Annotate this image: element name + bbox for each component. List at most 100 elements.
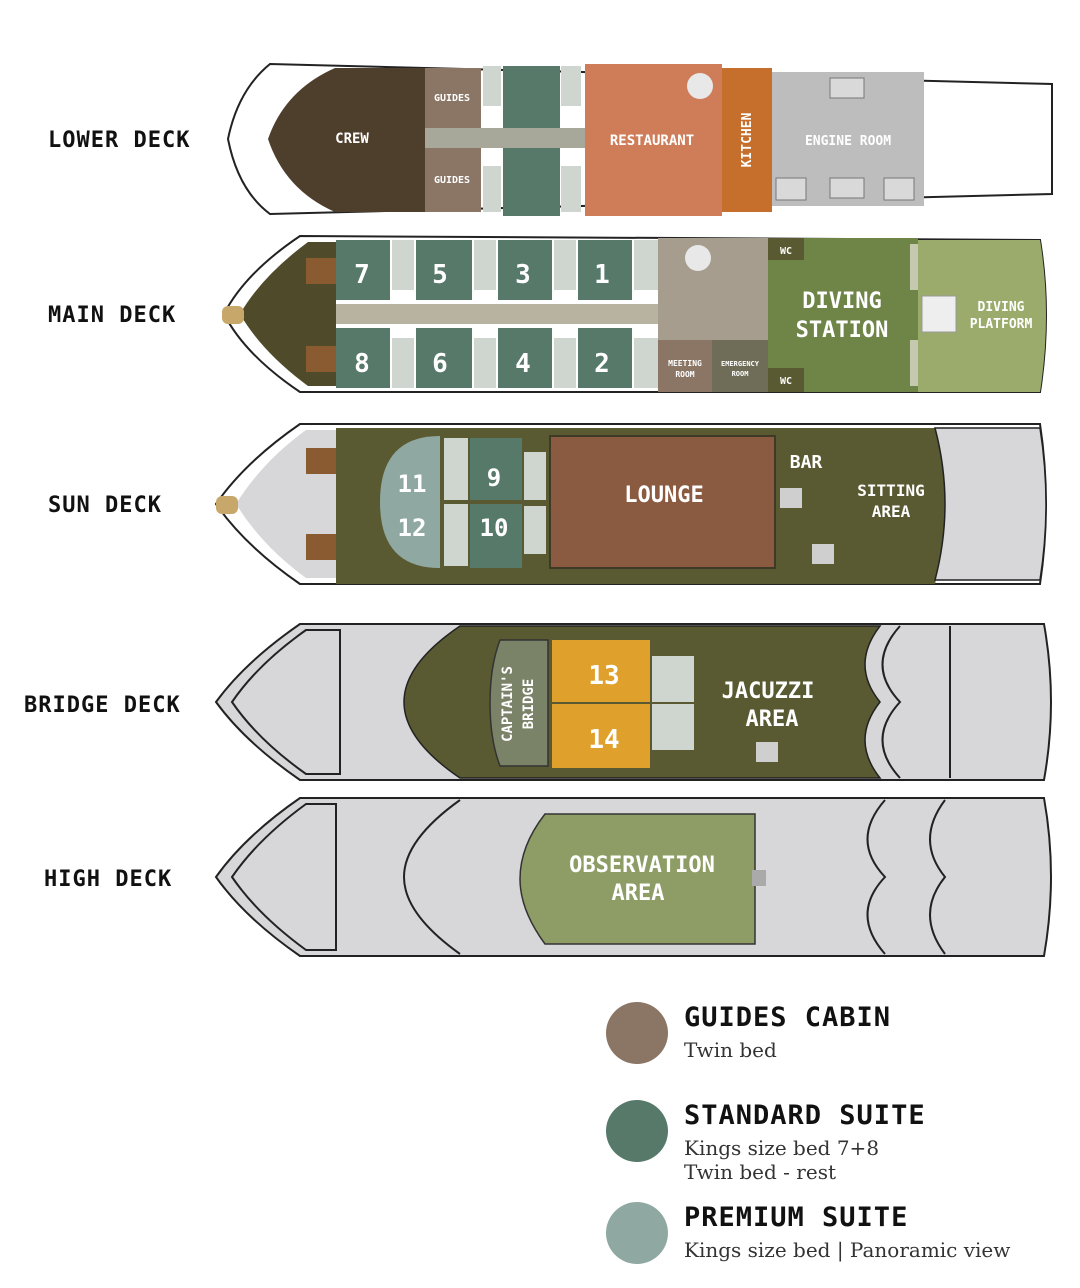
observation-label-2: AREA [612,881,665,906]
wc-top-label: WC [780,246,792,257]
crew-label: CREW [335,131,369,147]
wc-top-box [768,238,804,260]
restaurant-label: RESTAURANT [610,133,694,149]
lounge-label: LOUNGE [624,483,703,508]
engine-room-block-2 [829,177,865,199]
vip-suite-14 [552,704,650,768]
cabin-1-number: 1 [594,260,610,290]
sun-stair-bottom [306,534,336,560]
cabin-2-block [578,328,632,388]
legend-title-guides-cabin: GUIDES CABIN [684,1002,892,1033]
sun-bath-4 [524,506,546,554]
legend-title-standard-suite: STANDARD SUITE [684,1100,926,1131]
main-deck: 7 5 3 1 8 6 4 2 WC WC MEETING ROOM EMERG… [48,234,1047,393]
lower-corridor [425,128,585,148]
cabin-3-number: 3 [515,260,531,290]
sun-deck: 11 12 9 10 LOUNGE BAR SITTING AREA SUN D… [48,423,1047,585]
captains-bridge-label-1: CAPTAIN'S [500,666,516,742]
diving-rail-top [910,244,918,290]
main-bow-anchor [222,306,244,324]
legend-title-premium-suite: PREMIUM SUITE [684,1202,909,1233]
cabin-7-number: 7 [354,260,370,290]
diving-steps [921,295,957,333]
jacuzzi-step [756,742,778,762]
bar-stool-2 [812,544,834,564]
cabin-7-block [336,240,390,300]
standard-suite-swatch [606,1100,668,1162]
diving-station-label-1: DIVING [802,289,881,314]
high-deck-front-curve [402,799,461,955]
bar-label: BAR [790,452,823,473]
cabin-10-number: 10 [480,514,509,542]
sun-stair-top [306,448,336,474]
emergency-room-label-1: EMERGENCY [721,360,760,368]
sun-bath-1 [444,438,468,500]
sun-deck-stern [934,427,1047,581]
jacuzzi-label-2: AREA [746,707,799,732]
bridge-deck: CAPTAIN'S BRIDGE 13 14 JACUZZI AREA BRID… [24,623,1052,781]
lower-bath-2 [561,66,581,106]
engine-room-block-1 [829,77,865,99]
engine-room-label: ENGINE ROOM [805,134,891,149]
guides-top-label: GUIDES [434,93,470,104]
bridge-deck-label: BRIDGE DECK [24,693,181,718]
cabin-4-bath [554,338,576,388]
diving-platform [918,240,1046,392]
lower-deck: CREW GUIDES GUIDES RESTAURANT KITCHEN EN… [48,62,1053,216]
diving-station [768,238,918,392]
premium-suite-11-12 [380,436,440,568]
high-deck: OBSERVATION AREA HIGH DECK [44,797,1052,957]
lower-bath-3 [483,166,501,212]
cabin-9-number: 9 [487,464,501,492]
sun-bow-anchor [216,496,238,514]
cabin-1-block [578,240,632,300]
cabin-2-bath [634,338,658,388]
meeting-room [658,340,712,392]
diving-platform-label-1: DIVING [978,300,1025,315]
engine-room-block-3 [775,177,807,201]
cabin-9-block [470,438,522,500]
meeting-room-label-1: MEETING [668,359,702,368]
sun-bath-2 [444,504,468,566]
cabin-10-block [470,504,522,568]
cabin-6-number: 6 [432,349,448,379]
bridge-bath-2 [652,704,694,750]
legend-desc-premium-suite: Kings size bed | Panoramic view [684,1238,1011,1262]
high-stern-curve-1 [866,799,887,955]
cabin-5-bath [474,240,496,290]
legend-desc-guides-cabin: Twin bed [684,1038,777,1062]
lower-cabin-bottom [503,148,560,216]
lower-bath-4 [561,166,581,212]
lower-deck-label: LOWER DECK [48,128,190,153]
cabin-8-number: 8 [354,349,370,379]
cabin-11-number: 11 [398,470,427,498]
emergency-room [712,340,768,392]
bar-stool-1 [780,488,802,508]
cabin-2-number: 2 [594,349,610,379]
main-stair-icon [685,245,711,271]
sun-deck-label: SUN DECK [48,493,162,518]
cabin-5-number: 5 [432,260,448,290]
legend-desc-standard-suite: Kings size bed 7+8 Twin bed - rest [684,1136,880,1184]
main-hall [658,238,768,340]
wc-bottom-label: WC [780,376,792,387]
bridge-bath-1 [652,656,694,702]
observation-stair [752,870,766,886]
emergency-room-label-2: ROOM [732,370,749,378]
high-deck-label: HIGH DECK [44,867,172,892]
cabin-13-number: 13 [588,661,619,691]
cabin-12-number: 12 [398,514,427,542]
cabin-3-block [498,240,552,300]
lounge [549,435,776,569]
high-deck-bow-line [230,803,337,951]
sun-bath-3 [524,452,546,500]
kitchen-label: KITCHEN [740,112,755,167]
main-bow-stair-bottom [306,346,336,372]
wc-bottom-box [768,368,804,392]
cabin-1-bath [634,240,658,290]
cabin-14-number: 14 [588,725,619,755]
main-corridor [336,304,658,324]
deck-plan-diagram: CREW GUIDES GUIDES RESTAURANT KITCHEN EN… [24,62,1053,957]
restaurant-stair-icon [687,73,713,99]
meeting-room-label-2: ROOM [675,370,694,379]
